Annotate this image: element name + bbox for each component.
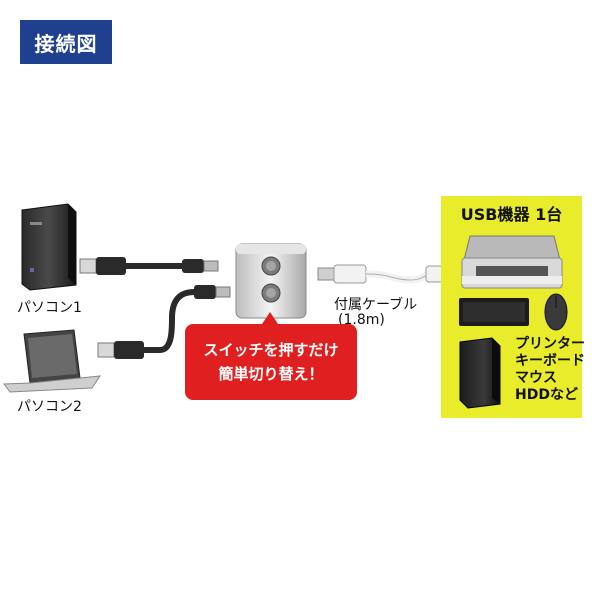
usb-switch-icon: [235, 243, 307, 319]
page-title: 接続図: [34, 31, 98, 56]
hdd-icon: [459, 337, 501, 409]
cable-pc1: [79, 257, 219, 275]
device-item-printer: プリンター: [515, 336, 585, 352]
printer-icon: [461, 235, 563, 289]
desktop-pc-icon: [21, 203, 77, 291]
laptop-icon: [3, 329, 102, 393]
device-item-hdd: HDDなど: [515, 387, 578, 403]
cable-pc2: [97, 285, 231, 359]
callout-pointer: [262, 312, 278, 324]
device-item-keyboard: キーボード: [515, 353, 585, 369]
device-list: プリンター キーボード マウス HDDなど: [515, 336, 585, 404]
title-badge: 接続図: [20, 20, 112, 64]
callout-line-2: 簡単切り替え！: [218, 365, 324, 383]
pc2-label: パソコン2: [17, 399, 82, 415]
cable-name-label: 付属ケーブル: [334, 297, 418, 313]
device-item-mouse: マウス: [515, 370, 557, 386]
panel-title: USB機器 1台: [460, 205, 563, 224]
switch-callout: スイッチを押すだけ 簡単切り替え！: [185, 324, 357, 400]
pc1-label: パソコン1: [17, 300, 82, 316]
mouse-icon: [544, 293, 568, 331]
keyboard-icon: [459, 298, 529, 326]
callout-line-1: スイッチを押すだけ: [203, 341, 339, 359]
